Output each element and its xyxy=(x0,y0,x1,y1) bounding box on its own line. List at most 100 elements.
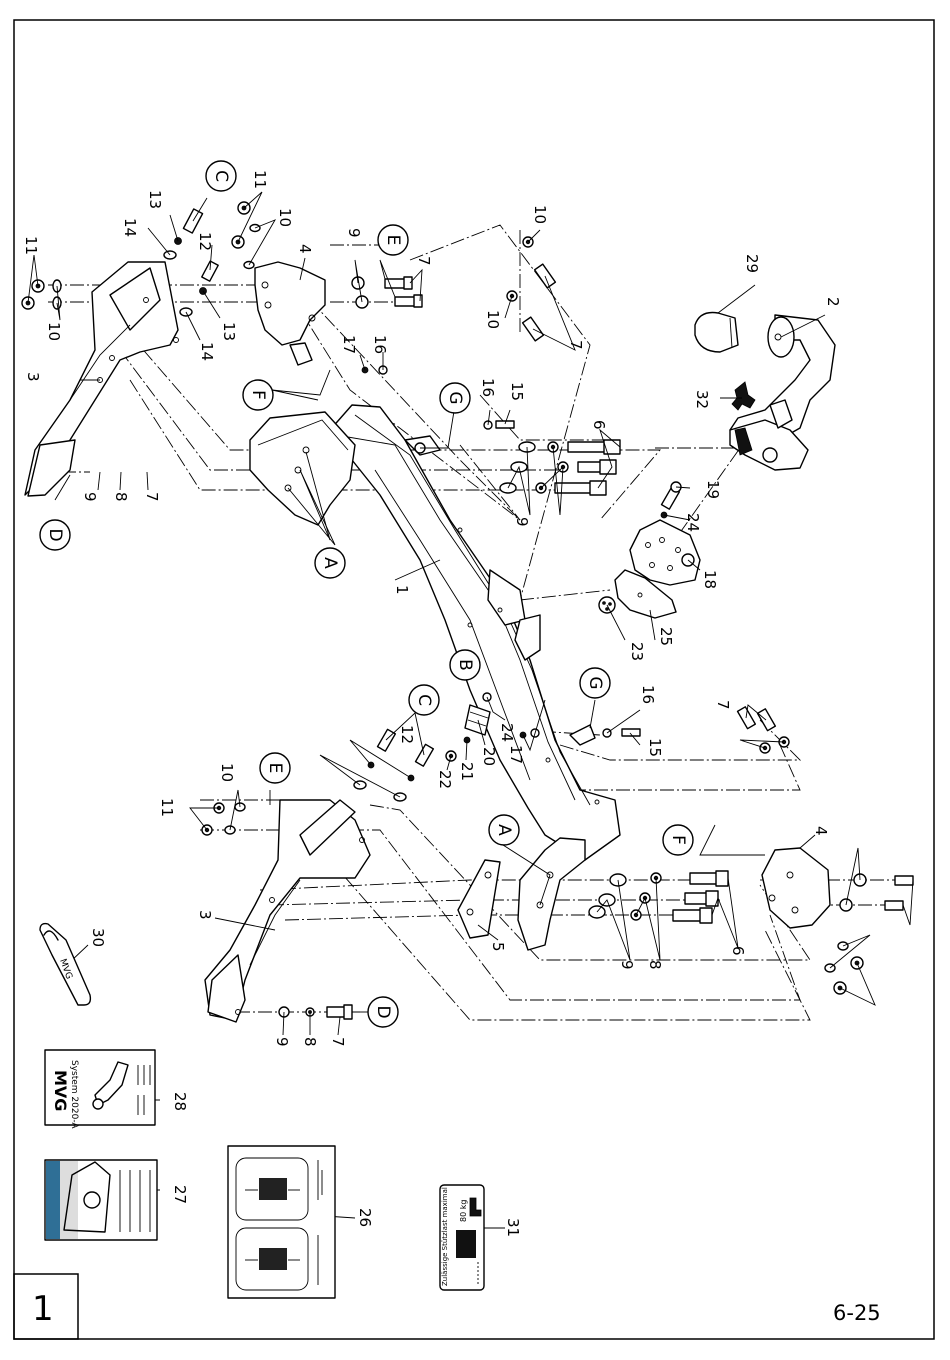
bracket-4-upper xyxy=(255,262,325,365)
fasteners-lower-right-9-11 xyxy=(825,874,913,994)
callout-a-upper: A xyxy=(315,548,345,578)
part-number: 16 xyxy=(371,335,389,354)
part-number: 16 xyxy=(639,685,657,704)
part-number: 14 xyxy=(198,342,216,361)
ball-cap-29 xyxy=(695,313,738,353)
part-number: 25 xyxy=(657,627,675,646)
part-number: 26 xyxy=(356,1208,374,1227)
svg-text:A: A xyxy=(494,824,514,836)
part-number: 9 xyxy=(81,492,99,502)
callout-b: B xyxy=(450,650,480,680)
part-number: 30 xyxy=(89,928,107,947)
part-number: 7 xyxy=(567,340,585,350)
part-number: 1 xyxy=(393,585,411,595)
side-member-upper xyxy=(25,262,179,496)
part-number: 7 xyxy=(714,700,732,710)
part-number: 8 xyxy=(301,1037,319,1047)
part-number: 4 xyxy=(296,244,314,254)
part-number: 8 xyxy=(646,960,664,970)
crossbar-main xyxy=(330,405,620,860)
part-number: 9 xyxy=(345,228,363,238)
part-number: 16 xyxy=(479,378,497,397)
svg-text:B: B xyxy=(455,659,475,671)
callout-a-lower: A xyxy=(489,815,519,845)
svg-text:D: D xyxy=(45,528,65,541)
part-number: 5 xyxy=(489,942,507,952)
part-number: 24 xyxy=(498,723,516,742)
part-number: 10 xyxy=(531,205,549,224)
fasteners-bolts-6-upper xyxy=(500,440,620,495)
svg-text:E: E xyxy=(265,763,285,774)
svg-text:E: E xyxy=(383,235,403,246)
load-label-text: Zulässige Stützlast maximal xyxy=(441,1187,449,1286)
wiring-sheet-26 xyxy=(228,1146,335,1298)
part-number: 27 xyxy=(171,1185,189,1204)
part-number: 31 xyxy=(504,1218,522,1237)
svg-text:D: D xyxy=(373,1005,393,1018)
load-label-31: Zulässige Stützlast maximal 80 kg xyxy=(440,1185,484,1290)
part-number: 15 xyxy=(646,738,664,757)
part-number: 10 xyxy=(276,208,294,227)
manual-28: MVG System 2020-A xyxy=(45,1050,155,1129)
part-number: 10 xyxy=(218,763,236,782)
callout-f-upper: F xyxy=(243,380,273,410)
part-number: 9 xyxy=(618,960,636,970)
part-number: 6 xyxy=(729,946,747,956)
load-label-value: 80 kg xyxy=(459,1200,468,1222)
part-number: 20 xyxy=(480,747,498,766)
callout-c-upper: C xyxy=(206,161,236,191)
part-number: 19 xyxy=(704,480,722,499)
part-number: 11 xyxy=(158,798,176,817)
part-number: 12 xyxy=(196,232,214,251)
svg-text:F: F xyxy=(668,835,688,845)
part-number: 24 xyxy=(684,513,702,532)
part-number: 7 xyxy=(415,256,433,266)
callout-d-lower: D xyxy=(368,997,398,1027)
part-number: 28 xyxy=(171,1092,189,1111)
manual-brand: MVG xyxy=(51,1070,70,1111)
callout-f-lower: F xyxy=(663,825,693,855)
part-number: 10 xyxy=(484,310,502,329)
part-number: 9 xyxy=(513,517,531,527)
drawing-code: 6-25 xyxy=(833,1301,881,1325)
svg-text:C: C xyxy=(211,170,231,182)
end-bracket-upper xyxy=(250,412,355,525)
svg-text:G: G xyxy=(585,676,605,689)
callout-c-lower: C xyxy=(409,685,439,715)
part-number: 8 xyxy=(112,492,130,502)
part-number: 17 xyxy=(340,335,358,354)
part-number: 22 xyxy=(436,770,454,789)
part-number: 6 xyxy=(590,420,608,430)
part-number: 4 xyxy=(812,826,830,836)
part-number: 2 xyxy=(824,297,842,307)
svg-text:C: C xyxy=(414,694,434,706)
manual-27 xyxy=(45,1160,157,1240)
part-number: 29 xyxy=(743,254,761,273)
end-bracket-lower xyxy=(518,838,585,950)
part-number: 23 xyxy=(628,642,646,661)
callout-d-upper: D xyxy=(40,520,70,550)
part-number: 17 xyxy=(507,745,525,764)
fasteners-lower-right-7-10 xyxy=(738,707,789,753)
fasteners-bolts-6-lower xyxy=(589,871,728,923)
sheet-number: 1 xyxy=(32,1289,54,1329)
key-32 xyxy=(732,382,755,410)
part-number: 11 xyxy=(251,170,269,189)
callout-e-lower: E xyxy=(260,753,290,783)
part-number: 18 xyxy=(701,570,719,589)
part-number: 9 xyxy=(273,1037,291,1047)
svg-text:A: A xyxy=(320,557,340,569)
callout-e-upper: E xyxy=(378,225,408,255)
key-tag-30: MVG xyxy=(40,924,90,1005)
svg-text:G: G xyxy=(445,391,465,404)
svg-text:F: F xyxy=(248,390,268,400)
part-number: 13 xyxy=(146,190,164,209)
bracket-4-lower xyxy=(762,848,830,928)
part-number: 12 xyxy=(398,725,416,744)
part-number: 11 xyxy=(22,236,40,255)
part-number: 7 xyxy=(329,1037,347,1047)
part-number: 10 xyxy=(45,322,63,341)
part-number: 3 xyxy=(196,910,214,920)
manual-title: System 2020-A xyxy=(69,1060,79,1129)
part-number: 32 xyxy=(693,390,711,409)
